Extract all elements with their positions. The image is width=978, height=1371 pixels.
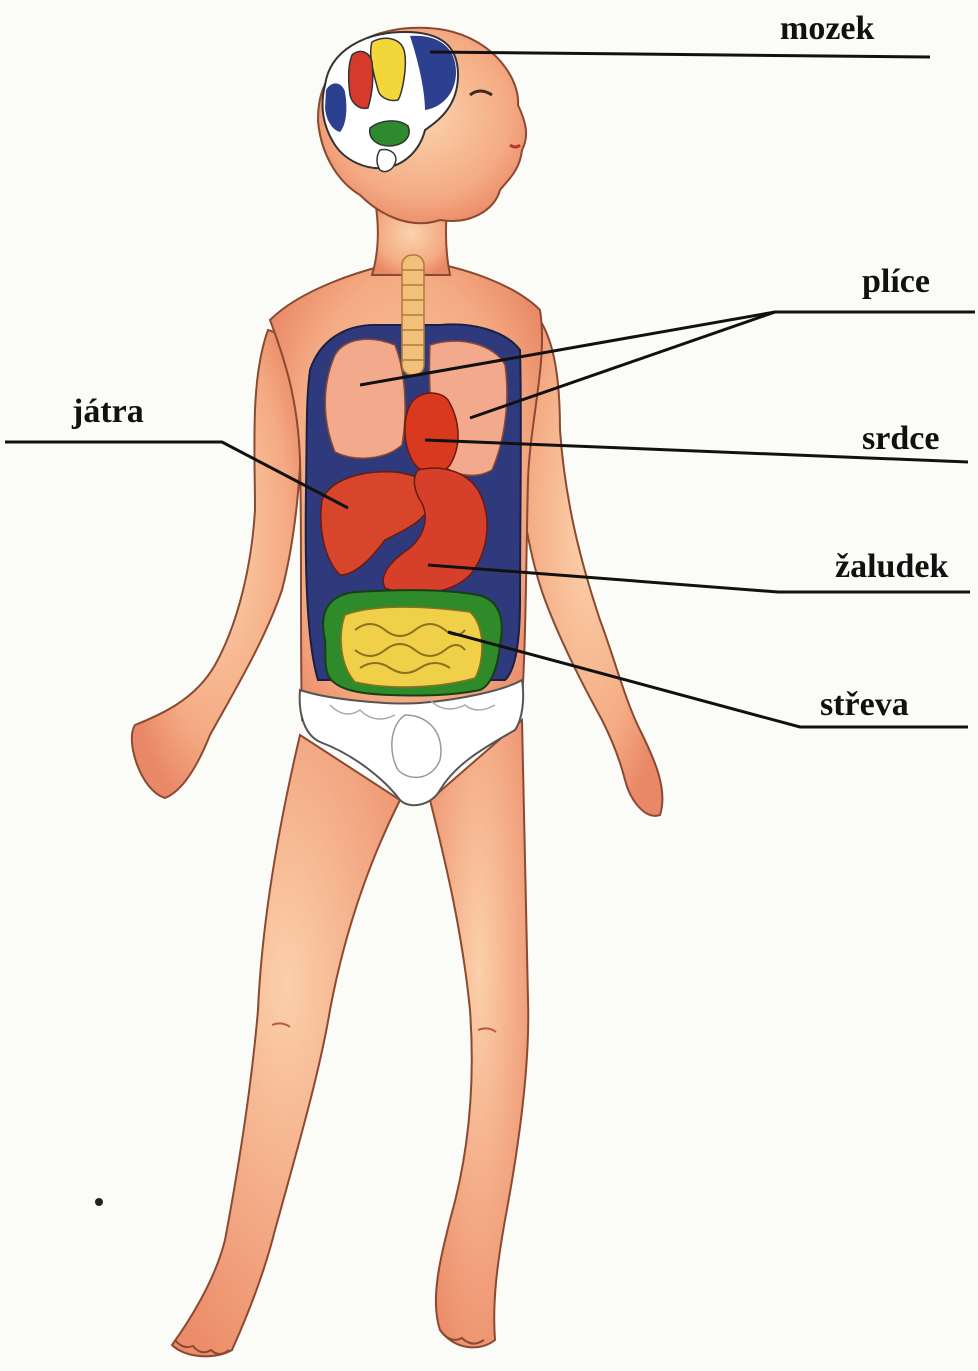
right-lung bbox=[325, 339, 405, 458]
label-lungs: plíce bbox=[862, 265, 930, 299]
small-intestine bbox=[341, 607, 482, 687]
label-liver: játra bbox=[72, 395, 144, 429]
label-brain: mozek bbox=[780, 12, 874, 46]
label-stomach: žaludek bbox=[835, 550, 948, 584]
left-leg bbox=[172, 735, 400, 1356]
leader-brain bbox=[430, 52, 930, 57]
heart bbox=[405, 393, 458, 473]
label-heart: srdce bbox=[862, 422, 939, 456]
right-arm bbox=[132, 330, 302, 798]
label-intestines: střeva bbox=[820, 688, 909, 722]
right-leg bbox=[430, 720, 528, 1347]
trachea bbox=[402, 255, 424, 375]
